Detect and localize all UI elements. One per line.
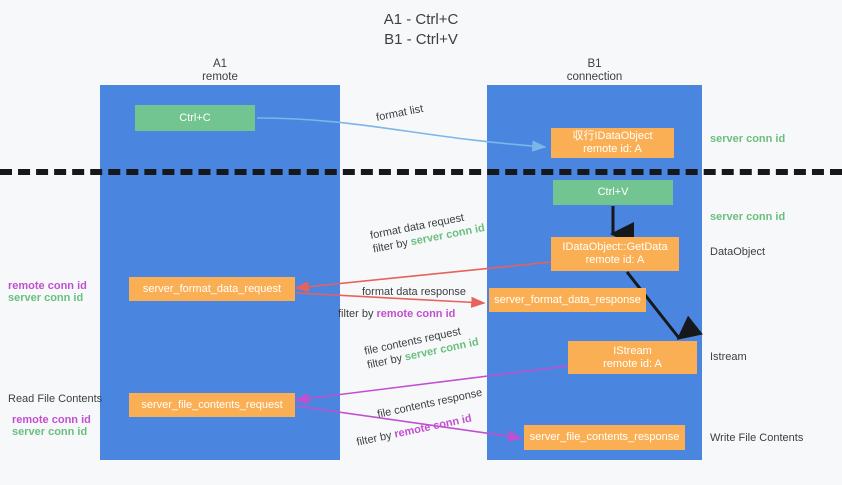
label-server-conn-id-2: server conn id <box>12 426 88 438</box>
trust-boundary-divider <box>0 169 842 175</box>
lane-header-b1: B1 connection <box>487 58 702 84</box>
node-server-file-contents-response-label: server_file_contents_response <box>529 431 680 443</box>
title-line-1: A1 - Ctrl+C <box>383 11 459 28</box>
arrow-format-data-response <box>295 292 486 308</box>
node-istream-line-1: IStream <box>613 344 652 357</box>
node-ctrl-c[interactable]: Ctrl+C <box>135 105 255 131</box>
arrow-format-data-request <box>294 261 552 293</box>
node-idataobject[interactable]: 収行IDataObject remote id: A <box>551 128 674 158</box>
label-remote-conn-id-1: remote conn id <box>8 280 87 292</box>
label-dataobject: DataObject <box>710 246 766 258</box>
label-read-file-contents: Read File Contents <box>8 393 103 405</box>
edge-label-format-data-response: format data response filter by remote co… <box>338 285 466 321</box>
filter-target-remote-conn-id-1: remote conn id <box>376 308 456 320</box>
node-ctrl-c-label: Ctrl+C <box>179 111 211 124</box>
node-getdata-line-2: remote id: A <box>585 254 645 266</box>
node-ctrl-v-label: Ctrl+V <box>597 186 629 198</box>
node-server-file-contents-request-label: server_file_contents_request <box>141 398 283 411</box>
arrow-format-list <box>256 117 547 152</box>
edge-format-data-response-filter: filter by remote conn id <box>338 307 466 321</box>
label-server-conn-id-mid: server conn id <box>710 211 786 223</box>
node-server-format-data-request[interactable]: server_format_data_request <box>129 277 295 301</box>
label-remote-conn-id-2: remote conn id <box>12 414 91 426</box>
page-title: A1 - Ctrl+C B1 - Ctrl+V <box>0 10 842 50</box>
arrow-getdata-to-istream <box>625 271 703 340</box>
node-server-format-data-request-label: server_format_data_request <box>142 282 282 295</box>
lane-b1-role: connection <box>566 71 623 83</box>
node-server-format-data-response-label: server_format_data_response <box>494 293 641 306</box>
label-istream: Istream <box>710 351 747 363</box>
node-idataobject-getdata[interactable]: IDataObject::GetData remote id: A <box>551 237 679 271</box>
node-server-file-contents-response[interactable]: server_file_contents_response <box>524 425 685 450</box>
edge-format-data-response-text: format data response <box>362 286 466 298</box>
node-ctrl-v[interactable]: Ctrl+V <box>553 180 673 205</box>
lane-a1-name: A1 <box>212 58 228 70</box>
node-idataobject-line-2: remote id: A <box>583 143 642 155</box>
node-getdata-line-1: IDataObject::GetData <box>562 241 668 253</box>
title-line-2: B1 - Ctrl+V <box>384 31 458 48</box>
label-server-conn-id-1: server conn id <box>8 292 84 304</box>
filter-prefix-2: filter by <box>338 308 377 320</box>
label-server-conn-id-top: server conn id <box>710 133 786 145</box>
lane-a1-role: remote <box>202 71 238 83</box>
node-istream-line-2: remote id: A <box>603 357 662 370</box>
lane-b1-name: B1 <box>587 58 602 70</box>
node-istream[interactable]: IStream remote id: A <box>568 341 697 374</box>
node-server-format-data-response[interactable]: server_format_data_response <box>489 288 646 312</box>
arrow-file-contents-request <box>294 365 569 404</box>
node-server-file-contents-request[interactable]: server_file_contents_request <box>129 393 295 417</box>
node-idataobject-line-1: 収行IDataObject <box>572 130 653 142</box>
arrow-file-contents-response <box>295 405 523 442</box>
label-write-file-contents: Write File Contents <box>710 432 804 444</box>
lane-header-a1: A1 remote <box>100 58 340 84</box>
